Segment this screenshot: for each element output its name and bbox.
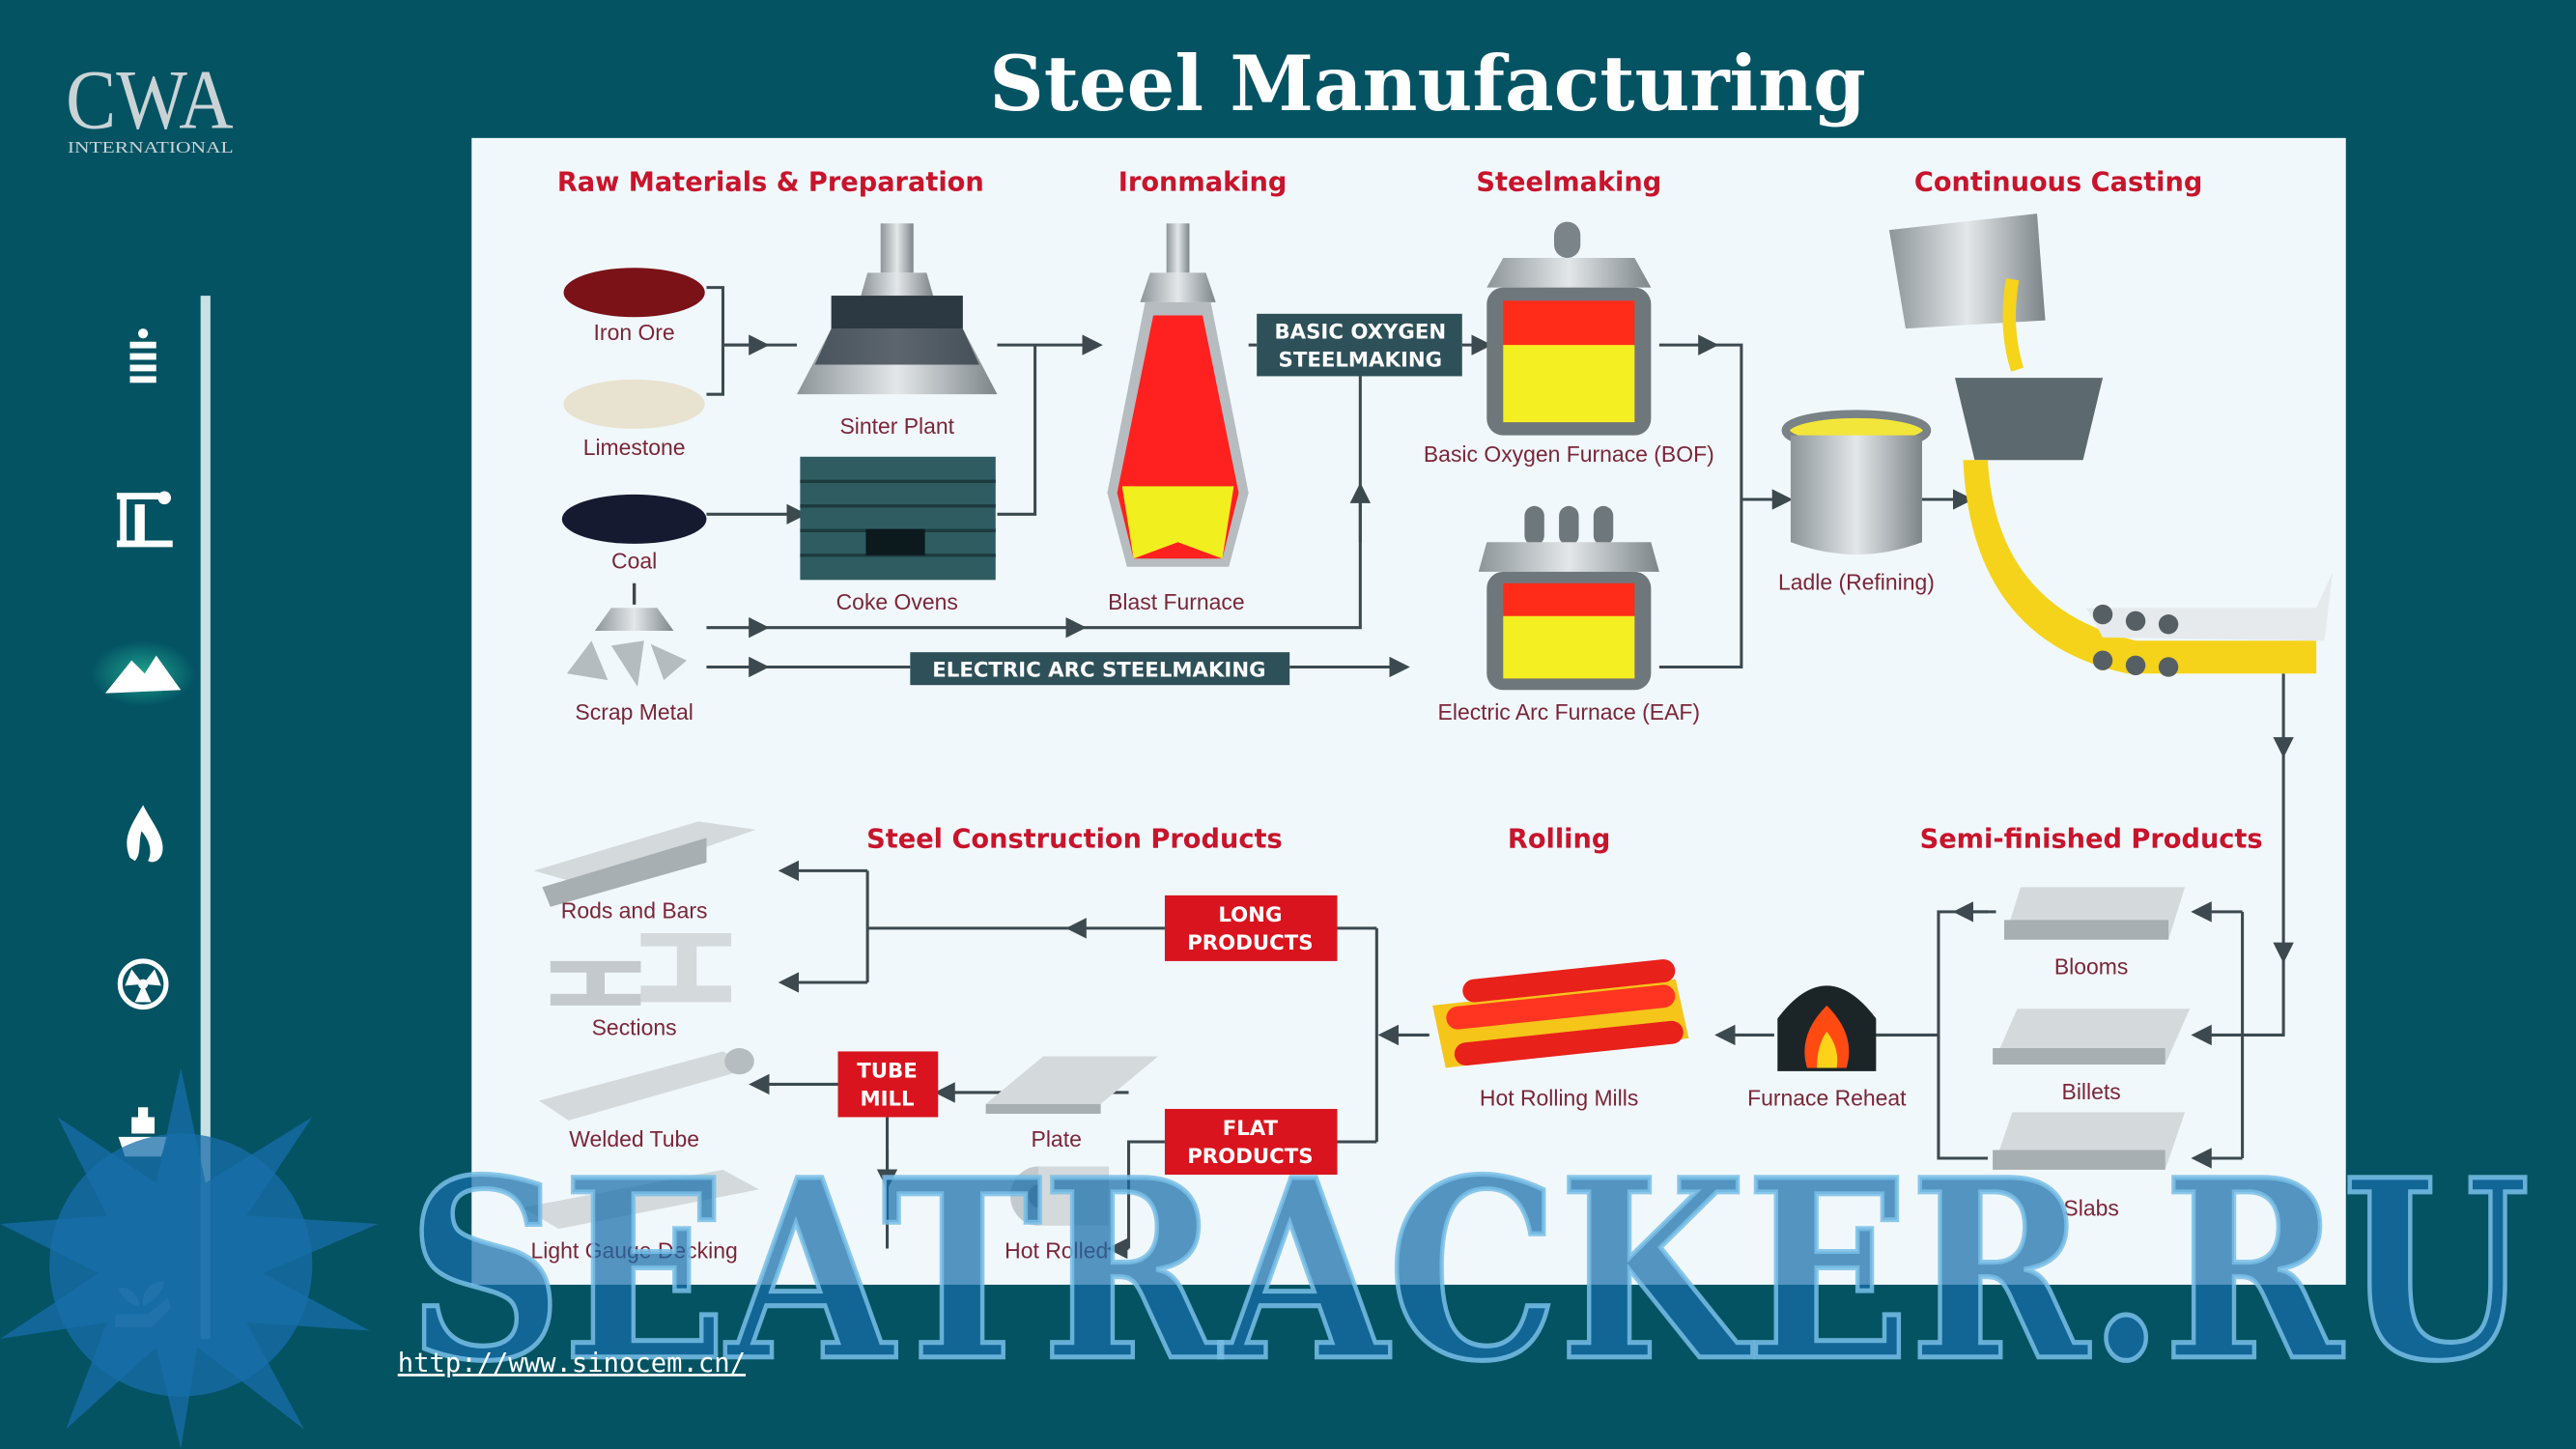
label-scrap-metal: Scrap Metal <box>575 699 693 724</box>
hot-rolling-mill-icon <box>1432 959 1689 1068</box>
label-plate: Plate <box>1032 1126 1082 1151</box>
label-blast-furnace: Blast Furnace <box>1108 589 1245 614</box>
company-logo: CWA INTERNATIONAL <box>66 53 234 157</box>
section-raw-materials: Raw Materials & Preparation <box>557 167 984 197</box>
label-sinter-plant: Sinter Plant <box>839 413 954 439</box>
section-semi-finished: Semi-finished Products <box>1920 825 2263 855</box>
electric-arc-steelmaking-box: ELECTRIC ARC STEELMAKING <box>910 652 1290 686</box>
label-sections: Sections <box>592 1014 677 1039</box>
billets-icon <box>1993 1009 2191 1065</box>
nuclear-icon[interactable] <box>117 958 169 1010</box>
scrap-magnet-icon <box>566 582 688 687</box>
label-furnace-reheat: Furnace Reheat <box>1747 1086 1907 1111</box>
blast-furnace-icon <box>1107 223 1249 567</box>
basic-oxygen-steelmaking-box: BASIC OXYGEN STEELMAKING <box>1257 313 1462 377</box>
flow-connectors <box>706 286 2294 1260</box>
label-rods-bars: Rods and Bars <box>561 898 708 923</box>
iron-ore-pile-icon <box>563 268 705 318</box>
furnace-reheat-icon <box>1777 985 1877 1071</box>
limestone-pile-icon <box>563 379 705 429</box>
box-text-line1: TUBE <box>857 1060 917 1084</box>
page-title: Steel Manufacturing <box>989 41 1866 128</box>
source-link[interactable]: http://www.sinocem.cn/ <box>398 1349 746 1378</box>
section-steelmaking: Steelmaking <box>1476 167 1661 197</box>
label-limestone: Limestone <box>583 435 686 460</box>
box-text-line2: MILL <box>860 1088 914 1112</box>
tube-mill-box: TUBE MILL <box>837 1051 939 1118</box>
section-construction-products: Steel Construction Products <box>866 825 1282 855</box>
label-bof: Basic Oxygen Furnace (BOF) <box>1424 441 1714 467</box>
sinter-plant-icon <box>796 223 998 395</box>
label-hot-rolling-mills: Hot Rolling Mills <box>1480 1086 1638 1111</box>
plate-icon <box>985 1056 1159 1115</box>
label-blooms: Blooms <box>2054 954 2129 980</box>
box-text-line1: FLAT <box>1223 1117 1279 1141</box>
flame-icon[interactable] <box>127 805 163 863</box>
label-iron-ore: Iron Ore <box>594 320 675 345</box>
box-text-line2: STEELMAKING <box>1279 348 1443 372</box>
section-rolling: Rolling <box>1508 825 1610 855</box>
sections-icon <box>550 932 731 1006</box>
coke-ovens-icon <box>800 456 996 581</box>
hot-rolled-coil-icon <box>1010 1166 1110 1226</box>
flat-products-box: FLAT PRODUCTS <box>1164 1108 1338 1175</box>
label-billets: Billets <box>2062 1079 2121 1104</box>
slabs-icon <box>1993 1112 2186 1170</box>
welded-tube-icon <box>538 1048 754 1121</box>
label-ladle: Ladle (Refining) <box>1778 570 1935 595</box>
watermark: SEATRACKER.RU <box>0 1067 2533 1449</box>
box-text-line1: LONG <box>1218 903 1282 927</box>
eaf-vessel-icon <box>1478 505 1659 691</box>
label-hot-rolled: Hot Rolled <box>1005 1238 1108 1264</box>
logo-main-text: CWA <box>66 53 234 148</box>
long-products-box: LONG PRODUCTS <box>1164 895 1338 961</box>
label-light-gauge-decking: Light Gauge Decking <box>531 1238 738 1264</box>
section-continuous-casting: Continuous Casting <box>1914 167 2202 197</box>
steel-process-diagram: Raw Materials & Preparation Ironmaking S… <box>471 137 2346 1285</box>
box-text-line2: PRODUCTS <box>1187 1145 1313 1169</box>
light-gauge-decking-icon <box>522 1169 759 1230</box>
mountain-icon[interactable] <box>105 655 182 694</box>
wheat-icon[interactable] <box>129 328 156 384</box>
label-coke-ovens: Coke Ovens <box>836 589 958 614</box>
logo-sub-text: INTERNATIONAL <box>68 138 234 156</box>
label-slabs: Slabs <box>2063 1196 2118 1221</box>
watermark-text: SEATRACKER.RU <box>408 1126 2530 1416</box>
rods-bars-icon <box>533 821 756 907</box>
sidebar-divider <box>200 296 211 1340</box>
continuous-caster-icon <box>1888 213 2334 677</box>
ladle-icon <box>1781 410 1932 554</box>
box-text-line1: BASIC OXYGEN <box>1274 320 1446 344</box>
box-text-line2: PRODUCTS <box>1187 931 1313 955</box>
label-welded-tube: Welded Tube <box>569 1126 699 1151</box>
box-text: ELECTRIC ARC STEELMAKING <box>932 659 1265 683</box>
bof-vessel-icon <box>1486 221 1652 436</box>
label-coal: Coal <box>611 548 657 573</box>
label-eaf: Electric Arc Furnace (EAF) <box>1438 699 1701 724</box>
coal-pile-icon <box>561 494 707 544</box>
oil-pump-icon[interactable] <box>116 491 173 548</box>
section-ironmaking: Ironmaking <box>1118 167 1288 197</box>
blooms-icon <box>2003 887 2186 940</box>
sunburst-watermark-icon <box>0 1067 379 1449</box>
